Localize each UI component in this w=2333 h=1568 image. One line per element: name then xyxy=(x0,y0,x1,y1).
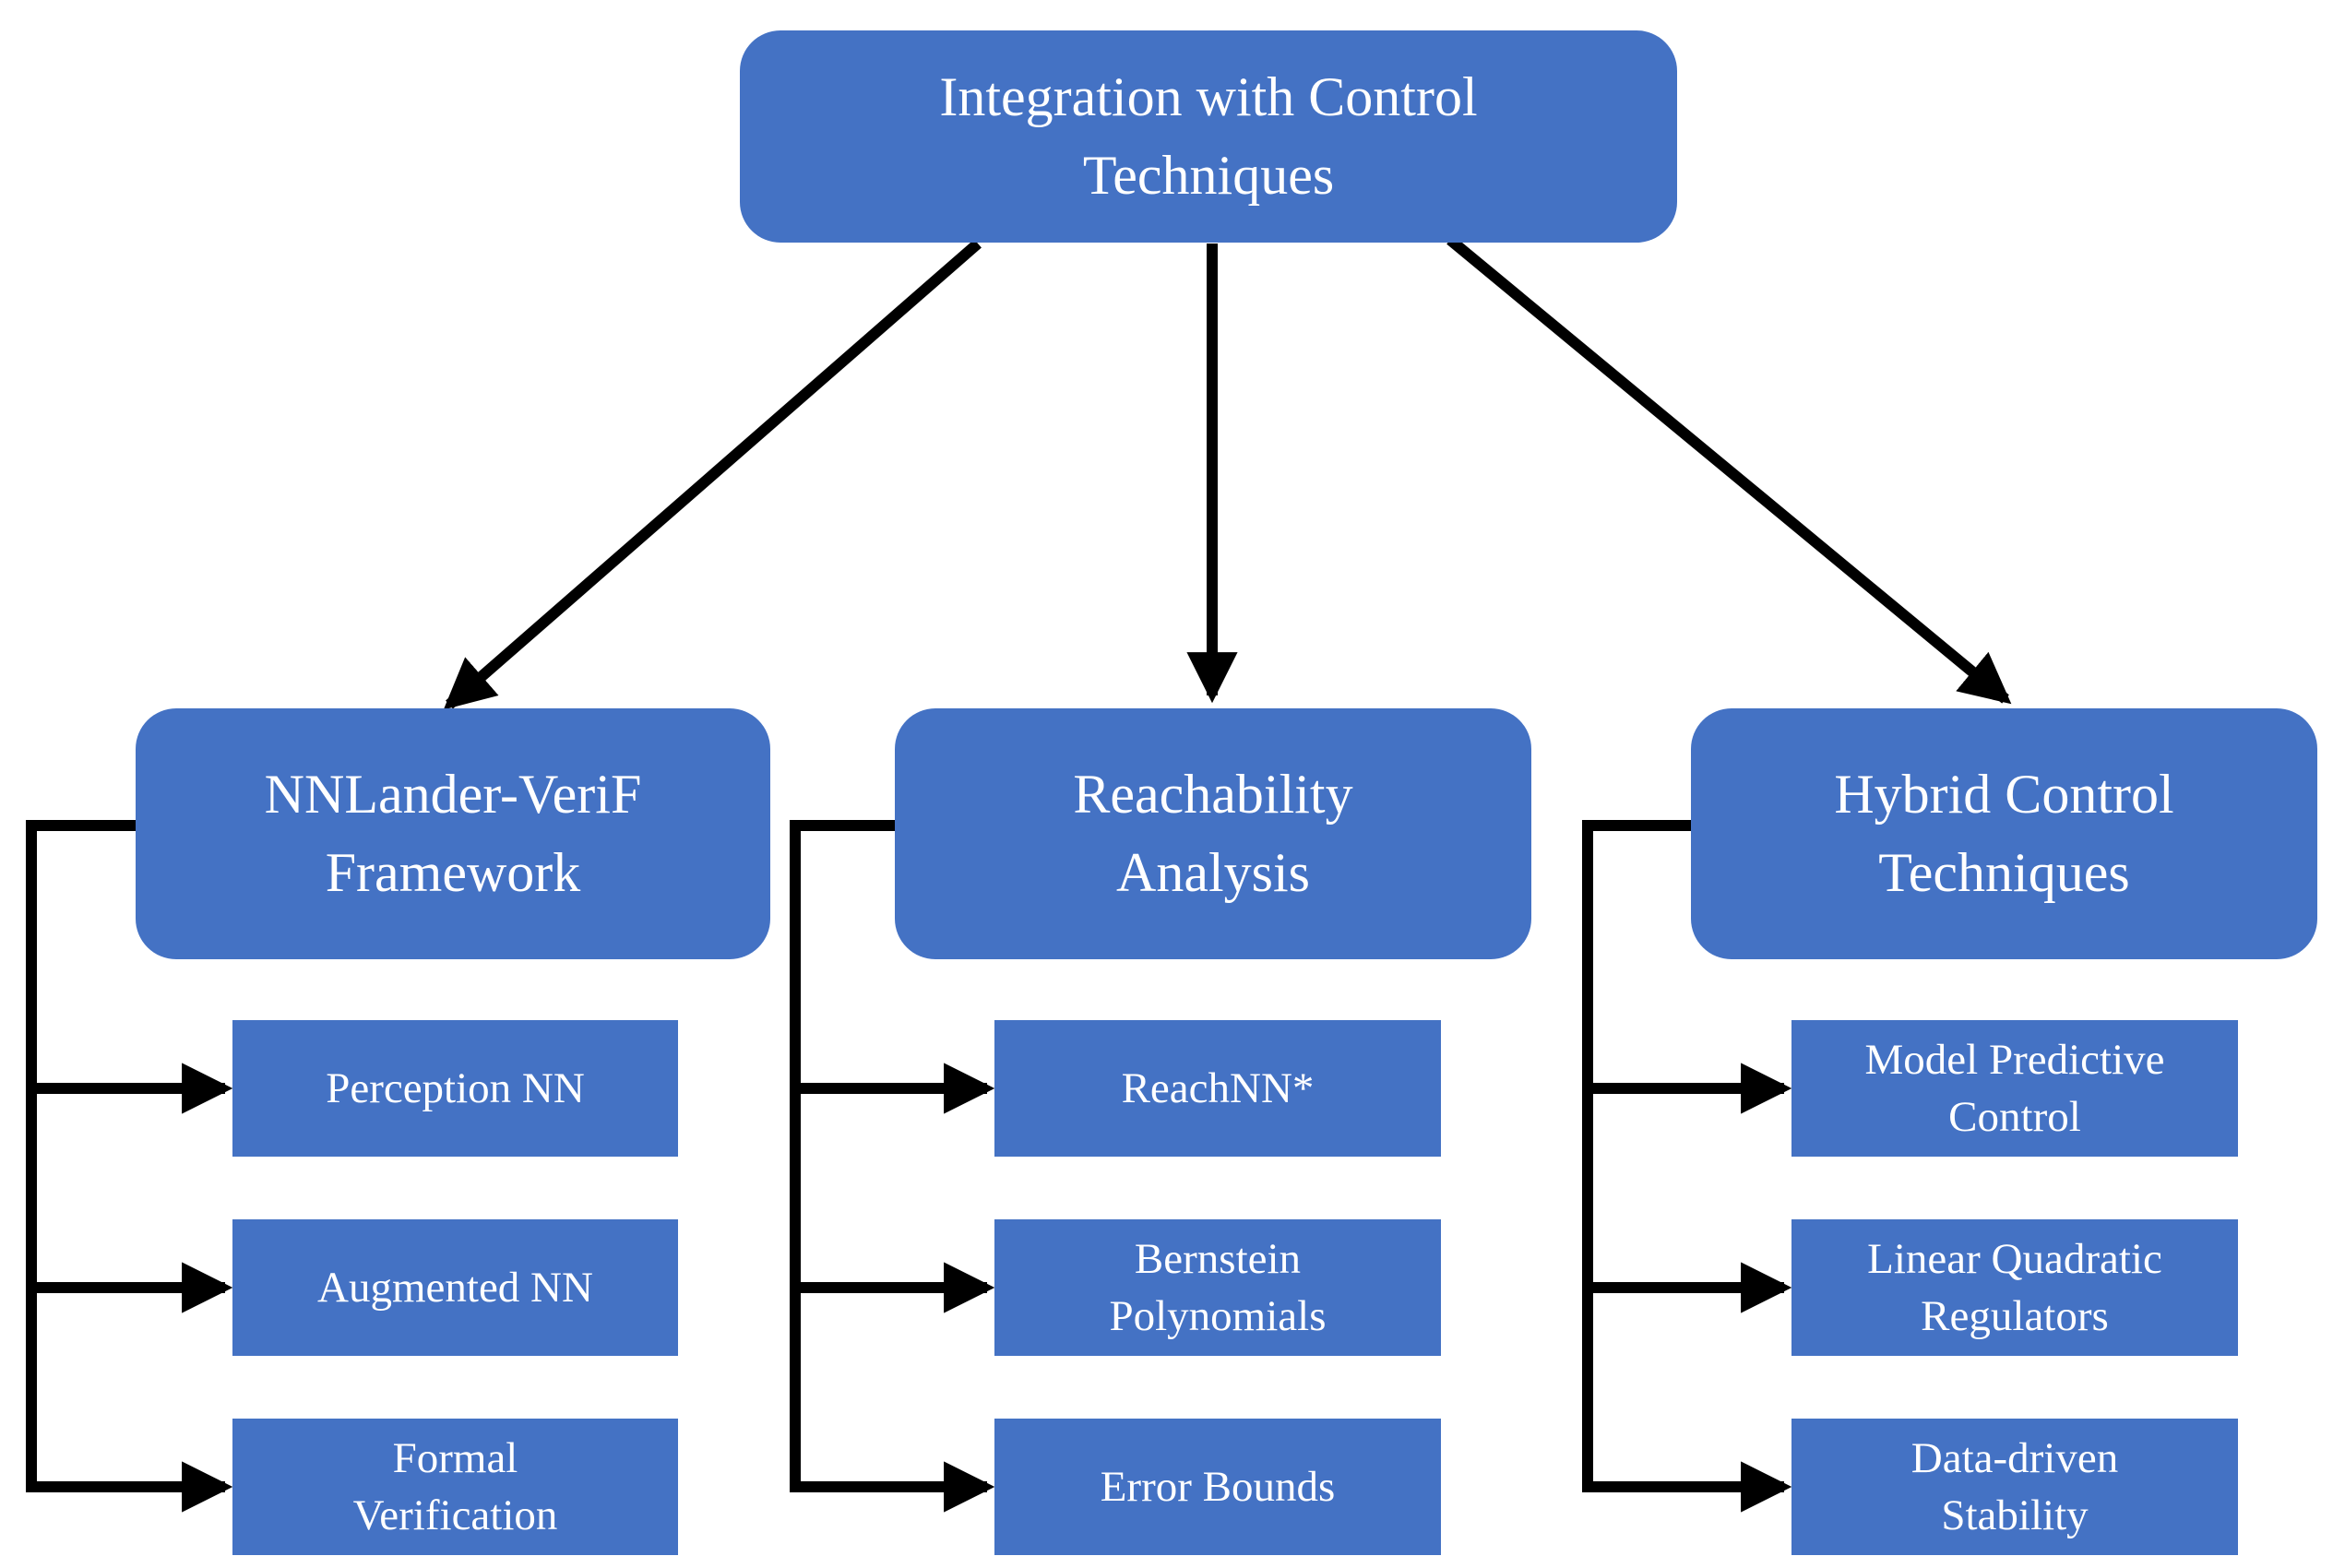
node-child-0-1-label: Augmented NN xyxy=(317,1263,593,1312)
node-child-2-0-label: Model Predictive Control xyxy=(1864,1035,2165,1141)
node-branch-1: Reachability Analysis xyxy=(895,708,1531,959)
node-root: Integration with Control Techniques xyxy=(740,30,1677,243)
node-child-1-1: Bernstein Polynomials xyxy=(994,1219,1441,1356)
bracket-branch-1 xyxy=(790,820,905,1492)
node-branch-2-label: Hybrid Control Techniques xyxy=(1834,763,2174,903)
node-branch-0-label: NNLander-VeriF Framework xyxy=(264,763,642,903)
node-child-1-0: ReachNN* xyxy=(994,1020,1441,1157)
node-child-2-0: Model Predictive Control xyxy=(1791,1020,2238,1157)
arrow-root-to-branch-0 xyxy=(443,239,982,710)
node-child-0-1: Augmented NN xyxy=(232,1219,678,1356)
node-child-2-1: Linear Quadratic Regulators xyxy=(1791,1219,2238,1356)
node-child-2-1-label: Linear Quadratic Regulators xyxy=(1867,1234,2162,1340)
node-child-0-0: Perception NN xyxy=(232,1020,678,1157)
bracket-branch-0 xyxy=(26,820,144,1492)
node-child-1-0-label: ReachNN* xyxy=(1121,1063,1315,1112)
node-branch-0: NNLander-VeriF Framework xyxy=(136,708,770,959)
bracket-branch-2 xyxy=(1582,820,1701,1492)
node-child-1-2-label: Error Bounds xyxy=(1100,1462,1336,1511)
node-child-1-2: Error Bounds xyxy=(994,1419,1441,1555)
arrow-root-to-branch-2 xyxy=(1446,235,2012,705)
node-child-2-2: Data-driven Stability xyxy=(1791,1419,2238,1555)
node-child-0-2-label: Formal Verification xyxy=(352,1433,558,1539)
node-child-0-2: Formal Verification xyxy=(232,1419,678,1555)
node-branch-1-label: Reachability Analysis xyxy=(1073,763,1353,903)
node-branch-2: Hybrid Control Techniques xyxy=(1691,708,2317,959)
node-child-1-1-label: Bernstein Polynomials xyxy=(1109,1234,1327,1340)
node-child-0-0-label: Perception NN xyxy=(326,1063,585,1112)
node-root-label: Integration with Control Techniques xyxy=(939,65,1478,206)
node-child-2-2-label: Data-driven Stability xyxy=(1910,1433,2119,1539)
